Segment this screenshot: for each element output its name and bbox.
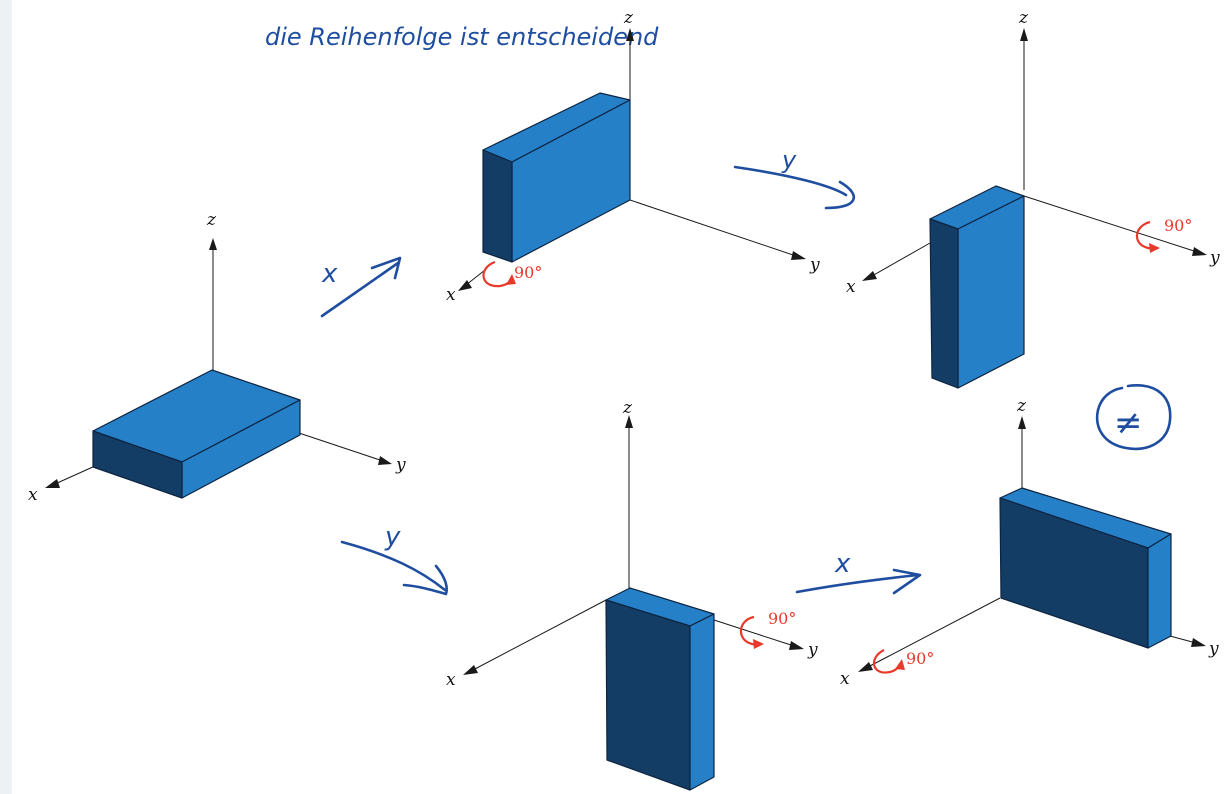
x-axis-arrowhead <box>458 280 472 291</box>
step-arrow-first-y: y <box>733 146 856 210</box>
rotation-arrow-x <box>482 260 512 288</box>
z-axis-label: z <box>1016 396 1027 416</box>
y-axis <box>1023 195 1198 253</box>
rotation-arrow-y <box>1135 220 1159 250</box>
x-axis <box>867 597 1001 668</box>
handwritten-arrow <box>795 573 920 594</box>
x-axis <box>472 599 607 671</box>
handwritten-arrowhead <box>402 564 448 596</box>
not-equal-mark: ≠ <box>1095 384 1172 451</box>
x-axis-label: x <box>840 669 850 689</box>
y-axis <box>713 619 795 647</box>
z-axis-label: z <box>1018 8 1029 28</box>
handwritten-arrow <box>320 261 400 318</box>
x-axis <box>871 242 931 277</box>
box-front-face <box>92 430 183 499</box>
x-axis <box>54 465 96 485</box>
box-right-face <box>957 195 1025 389</box>
box-right-face <box>689 613 715 791</box>
rotation-arrow-y <box>739 615 763 646</box>
y-axis-label: y <box>1209 248 1220 268</box>
handwritten-step-label: x <box>321 259 338 289</box>
not-equal-circle <box>1095 384 1172 451</box>
x-axis-label: x <box>846 277 856 297</box>
y-axis <box>1169 635 1197 644</box>
x-axis-arrowhead <box>463 665 478 675</box>
panel-top-after-x: z y x 90° <box>446 8 820 305</box>
not-equal-symbol: ≠ <box>1114 403 1143 443</box>
box-front-face <box>605 599 691 791</box>
panel-top-after-x-then-y: z y x 90° <box>846 8 1220 389</box>
y-axis-label: y <box>395 455 406 475</box>
z-axis-arrowhead <box>625 415 633 428</box>
x-axis-label: x <box>28 485 38 505</box>
box-front-face <box>482 149 513 263</box>
z-axis-arrowhead <box>626 28 634 41</box>
x-axis-label: x <box>446 670 456 690</box>
rotation-angle-label: 90° <box>514 263 542 282</box>
y-axis-arrowhead <box>1192 247 1207 256</box>
y-axis-label: y <box>1208 639 1219 659</box>
handwritten-arrowhead <box>892 568 922 595</box>
handwritten-arrowhead <box>824 180 856 210</box>
rotation-arrowhead <box>895 659 905 670</box>
z-axis-label: z <box>623 8 634 28</box>
rotation-arrowhead <box>1149 243 1160 253</box>
x-axis-arrowhead <box>862 271 877 281</box>
panel-bottom-after-y: z y x 90° <box>446 398 818 791</box>
handwritten-arrow <box>340 540 447 592</box>
handwritten-step-label: x <box>834 549 851 579</box>
rotation-angle-label: 90° <box>768 609 796 628</box>
box-right-face <box>1147 533 1172 649</box>
y-axis-arrowhead <box>1191 638 1206 647</box>
y-axis-arrowhead <box>378 456 392 465</box>
handwritten-note: die Reihenfolge ist entscheidend <box>265 23 659 51</box>
handwritten-arrow <box>733 165 848 197</box>
y-axis-arrowhead <box>789 641 804 650</box>
y-axis-arrowhead <box>791 251 806 260</box>
x-axis-label: x <box>446 285 456 305</box>
z-axis-label: z <box>622 398 633 418</box>
x-axis-arrowhead <box>858 662 873 672</box>
y-axis-label: y <box>807 640 818 660</box>
handwritten-step-label: y <box>781 146 797 174</box>
z-axis-arrowhead <box>1020 28 1028 41</box>
handwritten-step-label: y <box>384 522 401 552</box>
y-axis-label: y <box>809 255 820 275</box>
step-arrow-second-x: x <box>795 549 922 595</box>
rotation-arrowhead <box>506 274 516 285</box>
rotation-arrowhead <box>753 639 764 649</box>
y-axis <box>629 199 797 257</box>
y-axis <box>289 429 384 462</box>
x-axis <box>465 269 486 286</box>
panel-original: z y x <box>28 210 406 505</box>
panel-bottom-after-y-then-x: z y x 90° <box>840 396 1219 689</box>
step-arrow-second-y: y <box>340 522 448 596</box>
z-axis-arrowhead <box>1018 416 1026 429</box>
page-left-edge <box>0 0 12 794</box>
z-axis-arrowhead <box>209 238 217 250</box>
rotation-angle-label: 90° <box>906 649 934 668</box>
box-front-face <box>929 218 959 389</box>
rotation-angle-label: 90° <box>1164 216 1192 235</box>
step-arrow-first-x: x <box>320 256 402 318</box>
x-axis-arrowhead <box>45 479 60 488</box>
handwritten-arrowhead <box>370 256 402 280</box>
z-axis-label: z <box>206 210 217 230</box>
